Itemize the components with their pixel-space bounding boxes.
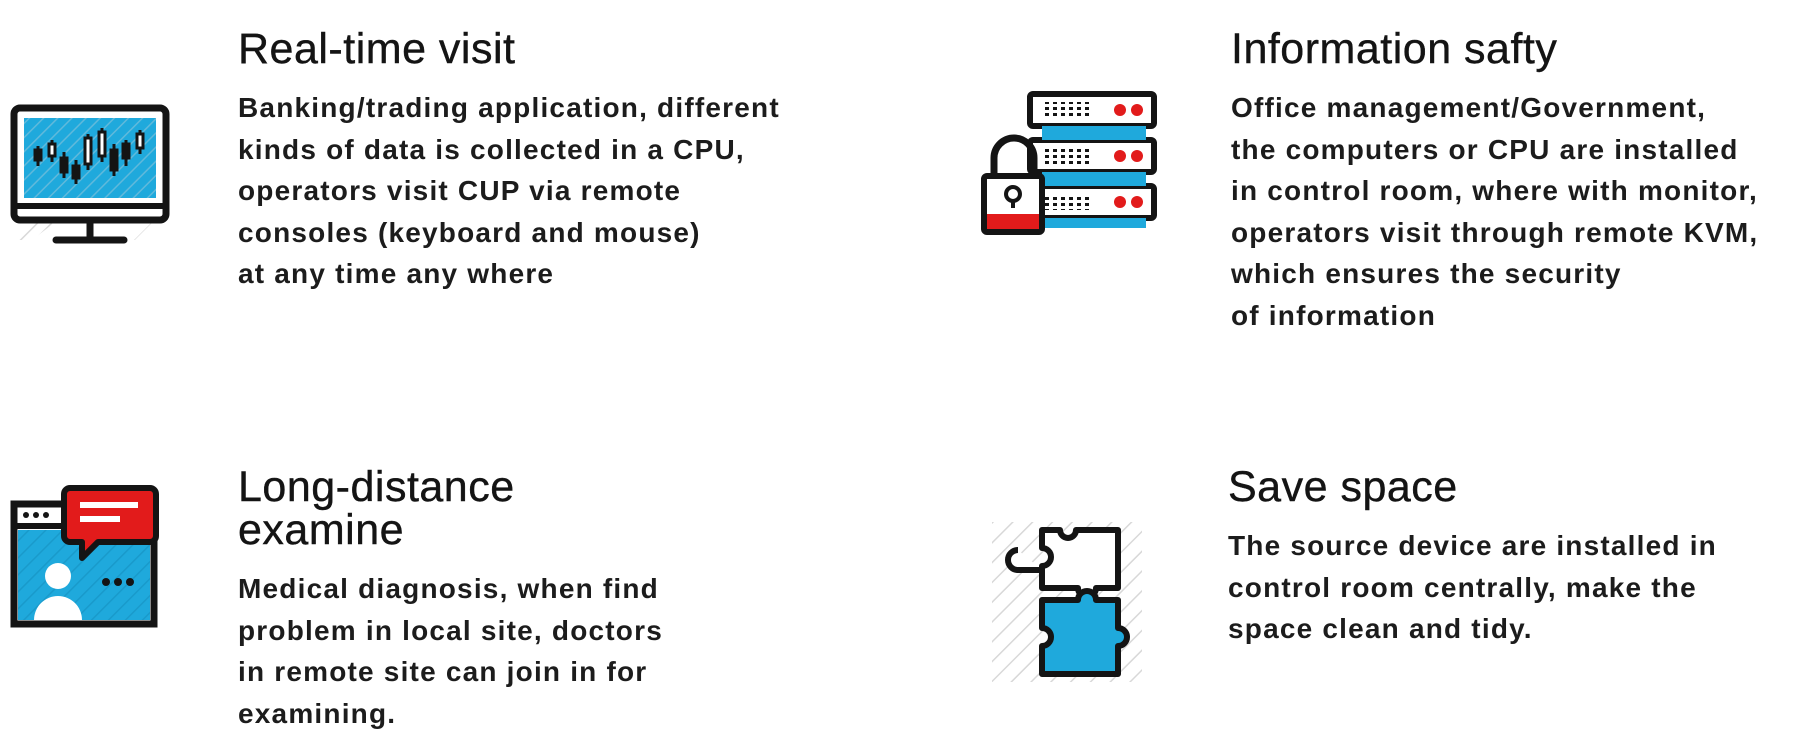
feature-title: Information safty (1231, 28, 1758, 71)
description-line: operators visit CUP via remote (238, 170, 780, 212)
feature-description: Medical diagnosis, when find problem in … (238, 568, 663, 734)
description-line: Banking/trading application, different (238, 87, 780, 129)
video-chat-icon (6, 484, 166, 639)
puzzle-icon (992, 522, 1142, 687)
description-line: space clean and tidy. (1228, 608, 1717, 650)
feature-title: Real-time visit (238, 28, 780, 71)
feature-text: Long-distance examine Medical diagnosis,… (238, 466, 663, 734)
description-line: the computers or CPU are installed (1231, 129, 1758, 171)
feature-description: The source device are installed in contr… (1228, 525, 1717, 650)
description-line: at any time any where (238, 253, 780, 295)
feature-title: Save space (1228, 466, 1717, 509)
feature-text: Real-time visit Banking/trading applicat… (238, 28, 780, 295)
description-line: Office management/Government, (1231, 87, 1758, 129)
feature-text: Information safty Office management/Gove… (1231, 28, 1758, 336)
monitor-chart-icon (4, 100, 174, 255)
description-line: of information (1231, 295, 1758, 337)
description-line: kinds of data is collected in a CPU, (238, 129, 780, 171)
feature-text: Save space The source device are install… (1228, 466, 1717, 650)
description-line: control room centrally, make the (1228, 567, 1717, 609)
description-line: in remote site can join in for (238, 651, 663, 693)
description-line: examining. (238, 693, 663, 734)
description-line: Medical diagnosis, when find (238, 568, 663, 610)
server-lock-icon (980, 88, 1160, 253)
description-line: in control room, where with monitor, (1231, 170, 1758, 212)
description-line: The source device are installed in (1228, 525, 1717, 567)
description-line: problem in local site, doctors (238, 610, 663, 652)
feature-description: Banking/trading application, different k… (238, 87, 780, 295)
description-line: operators visit through remote KVM, (1231, 212, 1758, 254)
feature-title: Long-distance examine (238, 466, 663, 552)
description-line: consoles (keyboard and mouse) (238, 212, 780, 254)
description-line: which ensures the security (1231, 253, 1758, 295)
feature-description: Office management/Government, the comput… (1231, 87, 1758, 336)
